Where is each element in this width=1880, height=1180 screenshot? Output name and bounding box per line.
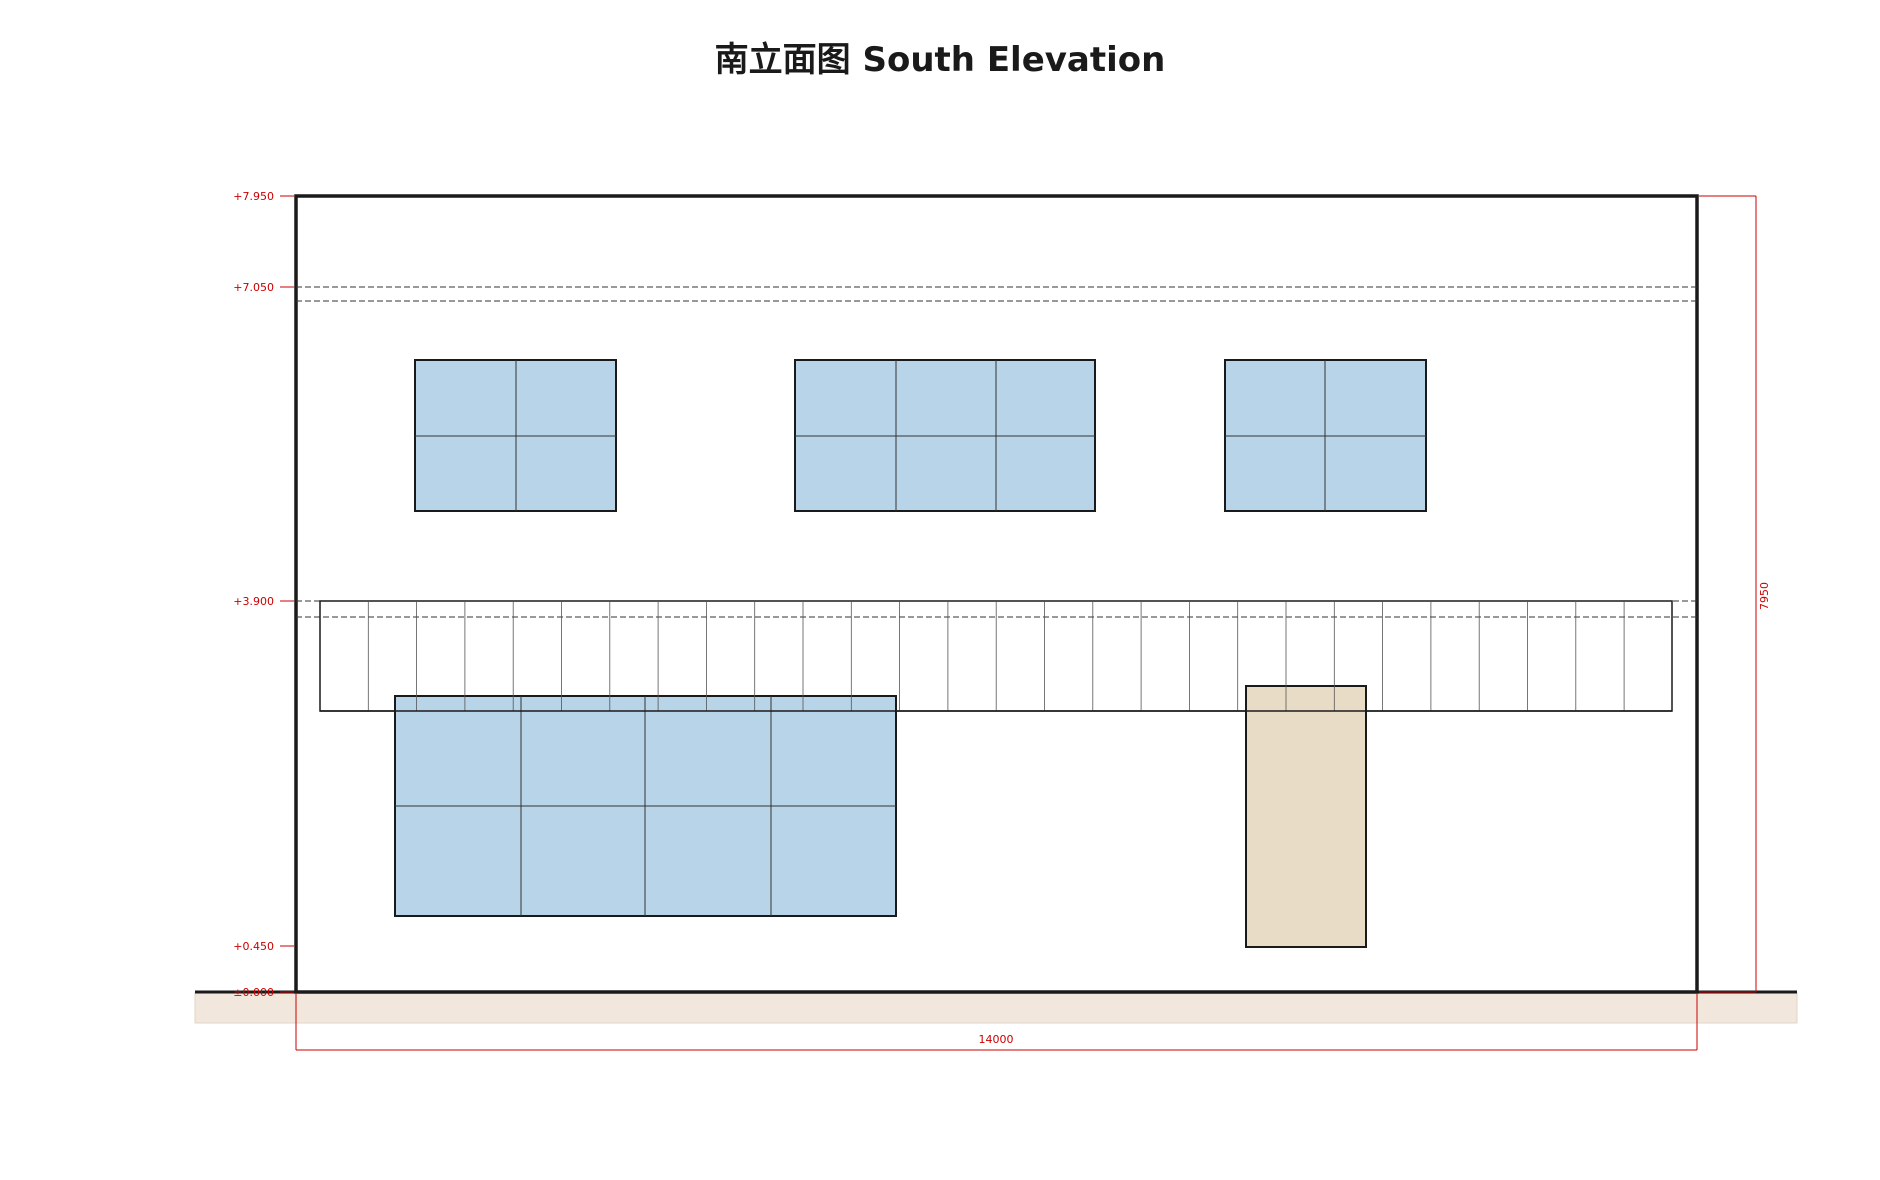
ground-floor-window xyxy=(394,695,897,917)
level-label-3900: +3.900 xyxy=(233,595,274,608)
upper-window-center xyxy=(794,359,1096,512)
level-label-7050: +7.050 xyxy=(233,281,274,294)
level-label-7950: +7.950 xyxy=(233,190,274,203)
ground-strip xyxy=(194,992,1798,1024)
height-dimension-label: 7950 xyxy=(1758,582,1771,610)
level-marker-0450: +0.450 xyxy=(233,940,294,953)
level-label-0450: +0.450 xyxy=(233,940,274,953)
level-marker-3900: +3.900 xyxy=(233,595,294,608)
level-marker-0000: ±0.000 xyxy=(233,986,294,999)
height-dimension: 7950 xyxy=(1699,195,1771,993)
louvre-slats xyxy=(320,601,1672,712)
width-dimension: 14000 xyxy=(295,994,1698,1051)
drawing-title: 南立面图 South Elevation xyxy=(714,40,1166,80)
building-outline xyxy=(294,194,1699,994)
level-marker-7050: +7.050 xyxy=(233,281,294,294)
width-dimension-label: 14000 xyxy=(979,1033,1014,1046)
level-label-0000: ±0.000 xyxy=(233,986,274,999)
upper-window-left xyxy=(414,359,617,512)
level-marker-7950: +7.950 xyxy=(233,190,294,203)
entrance-door xyxy=(1245,685,1367,948)
upper-window-right xyxy=(1224,359,1427,512)
